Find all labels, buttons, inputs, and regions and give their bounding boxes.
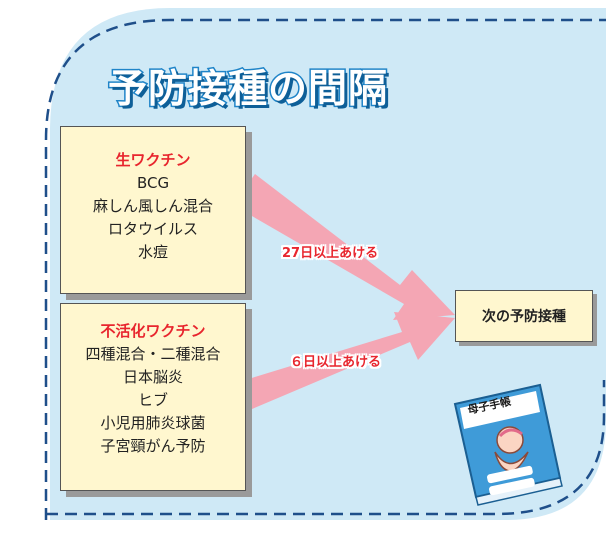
inactivated-interval-label: ６日以上あける: [290, 355, 382, 370]
page-title: 予防接種の間隔: [106, 66, 389, 114]
live-vaccine-item: 麻しん風しん混合: [92, 197, 213, 215]
arrow-inactivated-to-next: [245, 312, 455, 412]
live-vaccine-item: ロタウイルス: [107, 220, 198, 238]
inactivated-vaccine-item: 子宮頸がん予防: [100, 437, 206, 455]
inactivated-vaccine-item: 四種混合・二種混合: [85, 345, 221, 363]
inactivated-vaccine-item: 日本脳炎: [122, 368, 183, 386]
live-interval-label: 27日以上あける: [282, 246, 379, 261]
inactivated-vaccine-item: 小児用肺炎球菌: [100, 414, 206, 432]
dashed-border-bottom-right: [46, 380, 606, 516]
booklet-icon: [453, 383, 563, 506]
arrow-live-to-next: [245, 174, 455, 320]
dashed-border-left-top: [44, 18, 606, 520]
inactivated-vaccine-heading: 不活化ワクチン: [100, 322, 206, 340]
inactivated-vaccine-item: ヒブ: [137, 391, 168, 409]
live-vaccine-heading: 生ワクチン: [115, 151, 191, 169]
inactivated-vaccine-box: 不活化ワクチン 四種混合・二種混合 日本脳炎 ヒブ 小児用肺炎球菌 子宮頸がん予…: [60, 303, 246, 491]
live-vaccine-item: BCG: [136, 174, 170, 192]
live-vaccine-item: 水痘: [137, 243, 168, 261]
live-vaccine-box: 生ワクチン BCG 麻しん風しん混合 ロタウイルス 水痘: [60, 126, 246, 294]
next-vaccination-box: 次の予防接種: [455, 290, 593, 342]
